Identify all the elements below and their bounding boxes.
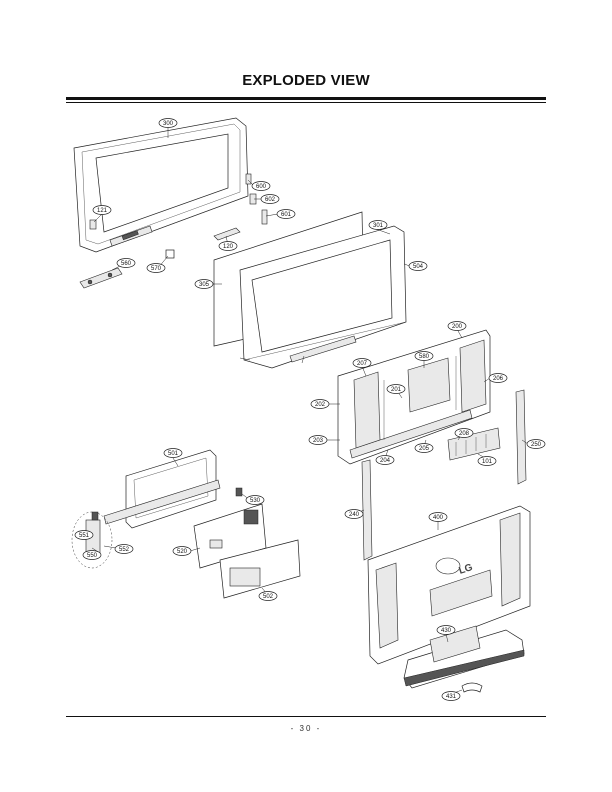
- bracket-600: [245, 173, 252, 185]
- callout-551: 551: [74, 530, 94, 540]
- svg-text:570: 570: [151, 266, 162, 272]
- plasma-panel-frame-301: [239, 225, 407, 369]
- svg-text:600: 600: [256, 184, 267, 190]
- page-title: EXPLODED VIEW: [242, 72, 370, 89]
- svg-text:202: 202: [315, 402, 326, 408]
- callout-601: 601: [276, 209, 296, 219]
- callout-530: 530: [245, 495, 265, 505]
- svg-text:203: 203: [313, 438, 324, 444]
- callout-207: 207: [352, 358, 372, 368]
- stand-430: [403, 625, 525, 689]
- callout-201: 201: [386, 384, 406, 394]
- side-bracket-250: [515, 389, 527, 485]
- svg-text:501: 501: [168, 451, 179, 457]
- callout-550: 550: [82, 550, 102, 560]
- callout-552: 552: [114, 544, 134, 554]
- svg-text:305: 305: [199, 282, 210, 288]
- callout-101: 101: [477, 456, 497, 466]
- callout-121: 121: [92, 205, 112, 215]
- callout-300: 300: [158, 118, 178, 128]
- callout-208: 208: [454, 428, 474, 438]
- page-number: - 30 -: [290, 724, 322, 733]
- svg-text:520: 520: [177, 549, 188, 555]
- part-121: [89, 219, 97, 230]
- callout-580: 580: [414, 351, 434, 361]
- callout-202: 202: [310, 399, 330, 409]
- lg-logo: LG: [458, 562, 475, 577]
- svg-text:205: 205: [419, 446, 430, 452]
- svg-text:530: 530: [250, 498, 261, 504]
- part-431: [461, 682, 483, 693]
- svg-text:240: 240: [349, 512, 360, 518]
- callout-305: 305: [194, 279, 214, 289]
- callout-400: 400: [428, 512, 448, 522]
- callout-204: 204: [375, 455, 395, 465]
- svg-text:250: 250: [531, 442, 542, 448]
- callout-200: 200: [447, 321, 467, 331]
- callout-301: 301: [368, 220, 388, 230]
- part-101: [447, 427, 501, 461]
- svg-text:431: 431: [446, 694, 457, 700]
- svg-text:301: 301: [373, 223, 384, 229]
- board-502: [219, 539, 301, 599]
- callout-203: 203: [308, 435, 328, 445]
- svg-text:206: 206: [493, 376, 504, 382]
- title-rule-thick: [66, 97, 546, 100]
- board-bracket-501: [103, 449, 243, 529]
- callout-205: 205: [414, 443, 434, 453]
- detail-circle-550: [71, 511, 113, 569]
- part-120: [213, 227, 241, 241]
- svg-text:300: 300: [163, 121, 174, 127]
- footer-rule: [66, 716, 546, 717]
- svg-text:560: 560: [121, 261, 132, 267]
- svg-text:208: 208: [459, 431, 470, 437]
- callout-600: 600: [251, 181, 271, 191]
- back-cover-400: LG: [367, 505, 531, 665]
- speaker-part-560: [79, 267, 123, 289]
- svg-text:101: 101: [482, 459, 493, 465]
- svg-text:120: 120: [223, 244, 234, 250]
- callout-504: 504: [408, 261, 428, 271]
- svg-text:502: 502: [263, 594, 274, 600]
- svg-text:551: 551: [79, 533, 90, 539]
- callout-501: 501: [163, 448, 183, 458]
- svg-text:602: 602: [265, 197, 276, 203]
- bracket-601: [261, 209, 268, 225]
- side-bracket-240: [361, 459, 373, 561]
- callout-206: 206: [488, 373, 508, 383]
- svg-text:430: 430: [441, 628, 452, 634]
- chassis-200: [337, 329, 491, 465]
- callout-250: 250: [526, 439, 546, 449]
- svg-text:200: 200: [452, 324, 463, 330]
- callout-570: 570: [146, 263, 166, 273]
- callout-430: 430: [436, 625, 456, 635]
- callout-120: 120: [218, 241, 238, 251]
- part-570: [165, 249, 175, 259]
- callout-560: 560: [116, 258, 136, 268]
- svg-text:580: 580: [419, 354, 430, 360]
- callout-431: 431: [441, 691, 461, 701]
- callout-602: 602: [260, 194, 280, 204]
- svg-text:201: 201: [391, 387, 402, 393]
- callout-502: 502: [258, 591, 278, 601]
- svg-text:121: 121: [97, 208, 108, 214]
- svg-text:601: 601: [281, 212, 292, 218]
- title-rule-thin: [66, 102, 546, 103]
- svg-text:207: 207: [357, 361, 368, 367]
- callout-240: 240: [344, 509, 364, 519]
- svg-text:204: 204: [380, 458, 391, 464]
- svg-text:400: 400: [433, 515, 444, 521]
- front-bezel-part: [73, 117, 249, 253]
- svg-text:504: 504: [413, 264, 424, 270]
- svg-text:552: 552: [119, 547, 130, 553]
- svg-text:550: 550: [87, 553, 98, 559]
- callout-520: 520: [172, 546, 192, 556]
